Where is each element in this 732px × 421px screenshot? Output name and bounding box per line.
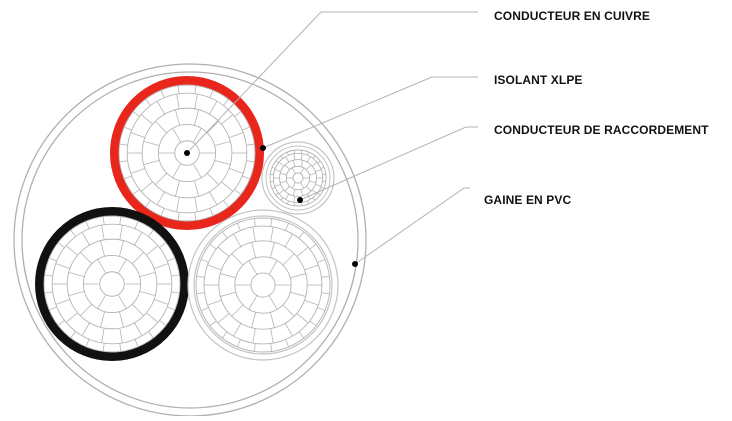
label-pvc-sheath: GAINE EN PVC: [484, 193, 571, 207]
label-xlpe-insulation: ISOLANT XLPE: [494, 73, 583, 87]
label-copper-conductor: CONDUCTEUR EN CUIVRE: [494, 9, 650, 23]
drain-conductor: [262, 142, 334, 214]
leader-conductor-dot: [184, 150, 190, 156]
leader-sheath-line: [355, 188, 470, 264]
drain-insulation-outer: [262, 142, 334, 214]
core-black: [40, 212, 185, 357]
leader-sheath-dot: [352, 261, 358, 267]
leader-drain-dot: [297, 197, 303, 203]
core-grey: [188, 210, 338, 360]
label-drain-conductor: CONDUCTEUR DE RACCORDEMENT: [494, 123, 709, 137]
leader-insulation-dot: [260, 145, 266, 151]
